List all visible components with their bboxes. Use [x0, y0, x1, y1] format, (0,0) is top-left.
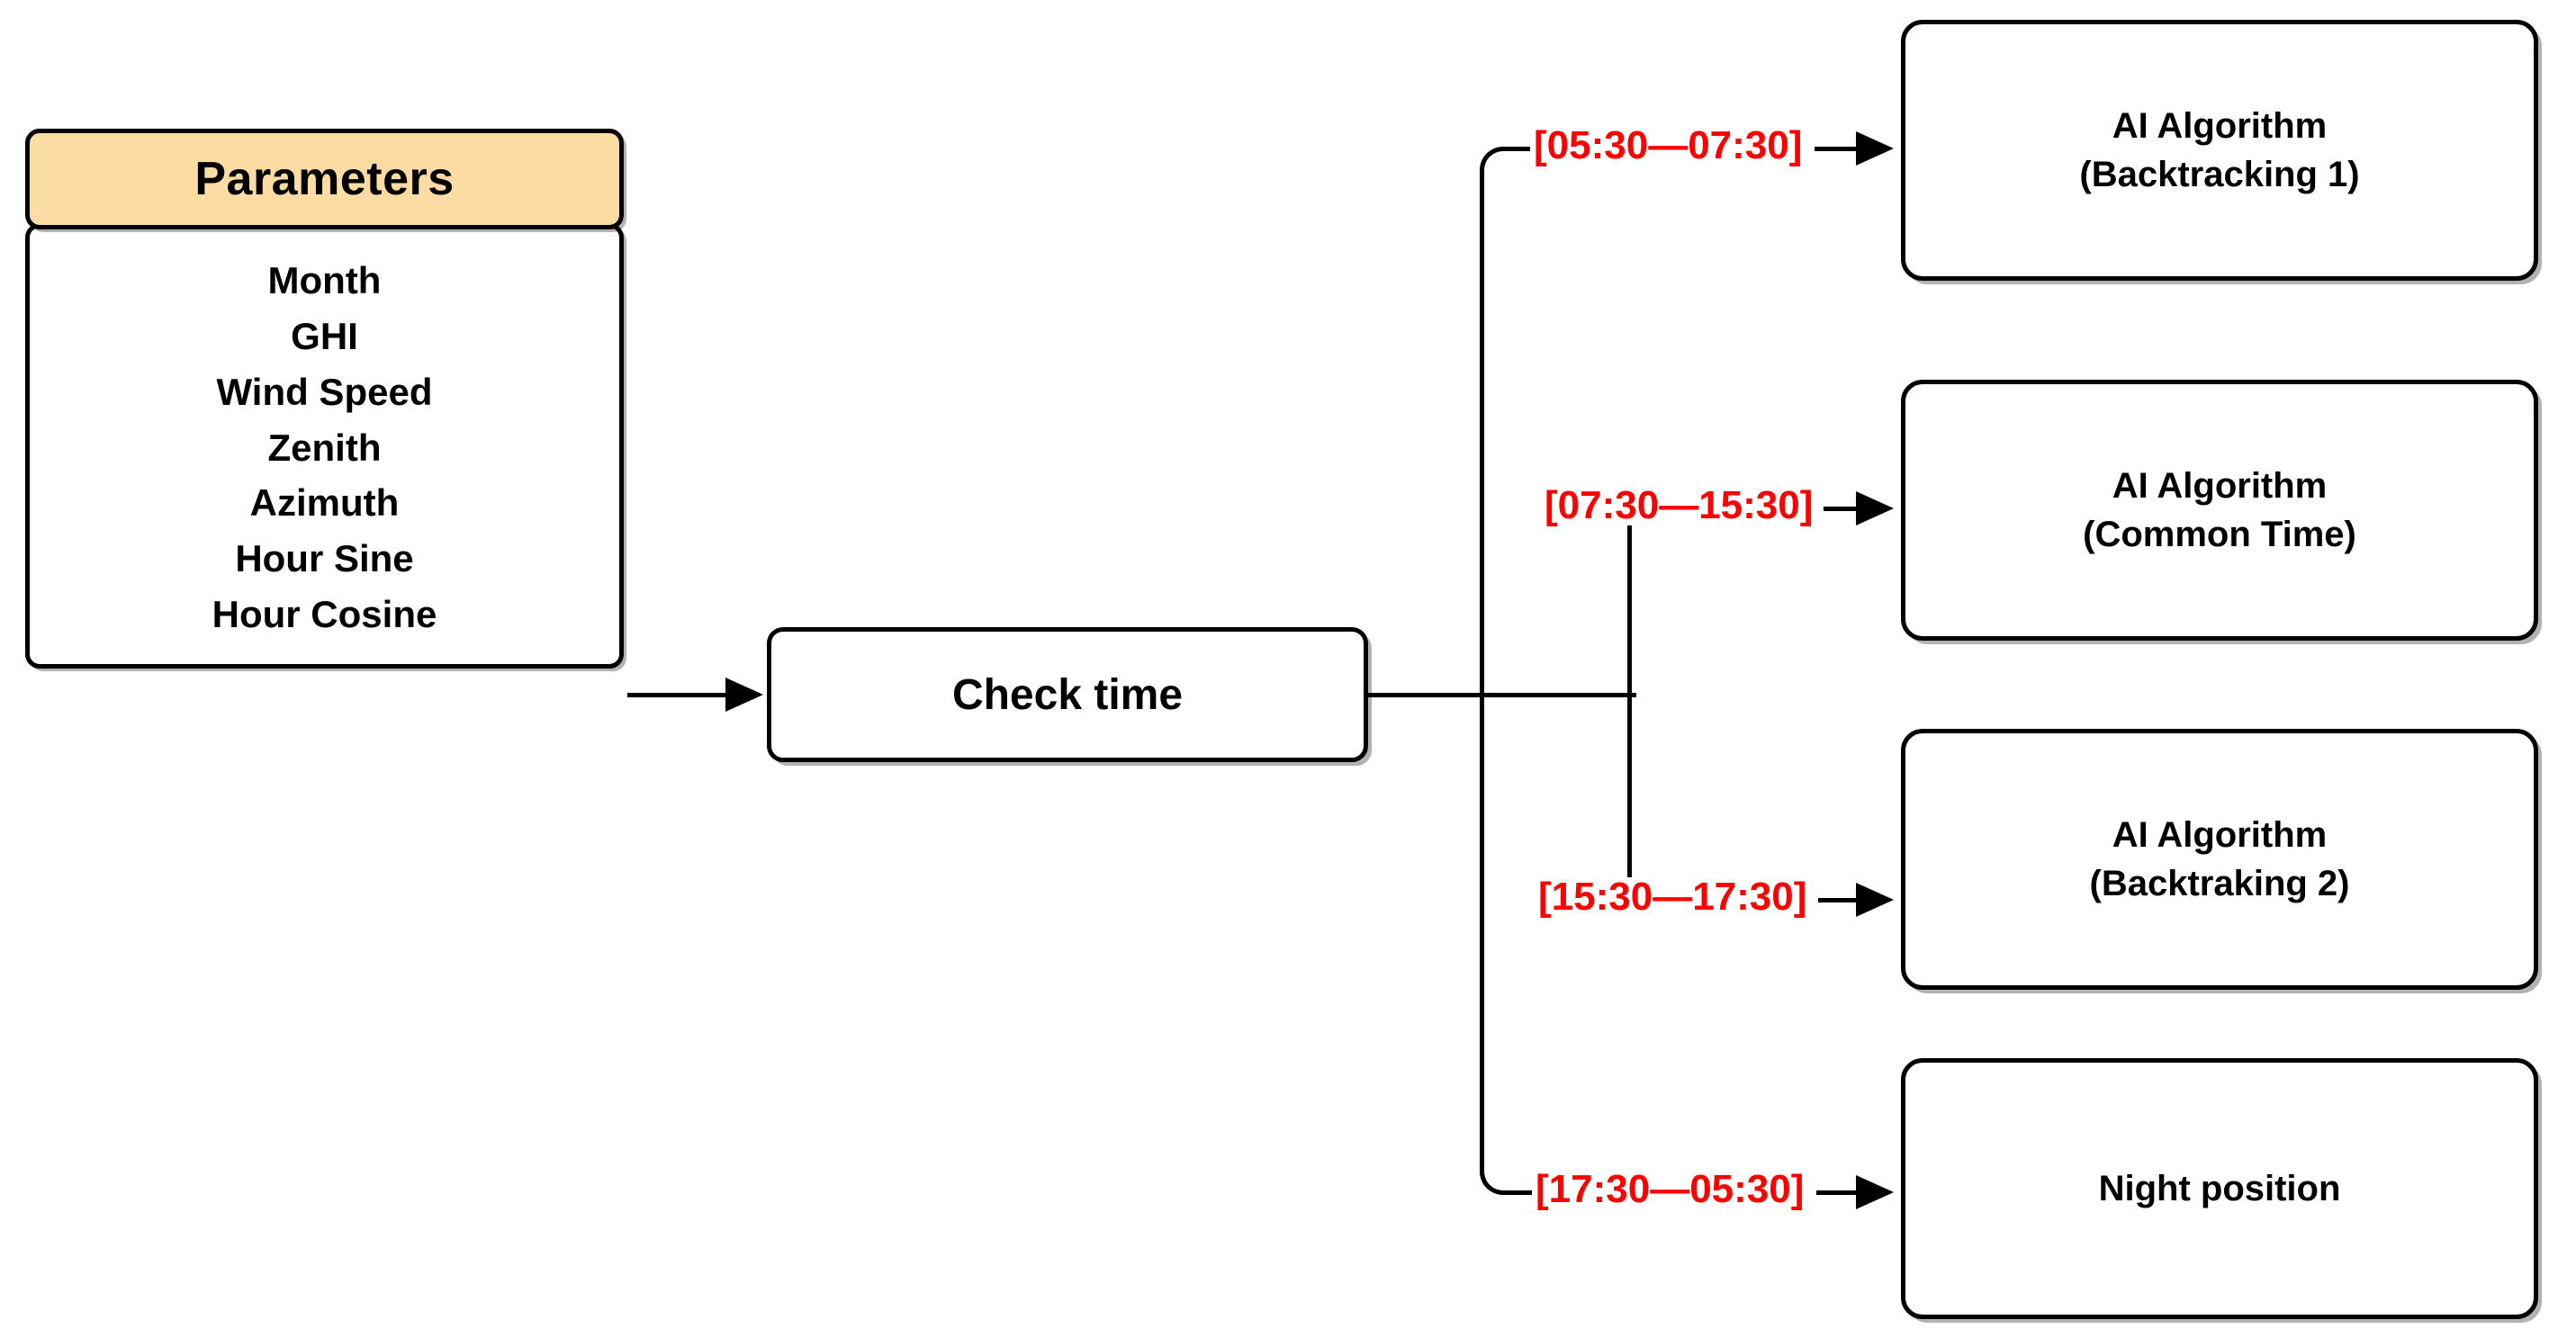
connector-branch-1-to-node [1815, 147, 1860, 151]
parameters-header: Parameters [25, 129, 624, 229]
connector-branch-3-to-node [1818, 898, 1860, 902]
arrowhead-branch-1 [1856, 131, 1894, 166]
parameter-item-hour-sine: Hour Sine [235, 537, 414, 580]
connector-split-to-inner-trunk [1480, 693, 1633, 697]
outcome-line-1: Night position [2098, 1169, 2341, 1208]
outcome-line-2: (Backtraking 2) [2089, 864, 2350, 903]
parameters-list: Month GHI Wind Speed Zenith Azimuth Hour… [25, 223, 624, 669]
parameter-item-hour-cosine: Hour Cosine [212, 593, 437, 636]
trunk-inner-lower [1627, 691, 1632, 902]
elbow-branch-1-corner [1480, 147, 1516, 183]
connector-branch-4-to-node [1816, 1190, 1860, 1195]
outcome-text-night-position: Night position [2099, 1164, 2341, 1213]
outcome-text-backtracking-2: AI Algorithm (Backtraking 2) [2090, 811, 2350, 908]
parameter-item-month: Month [267, 258, 382, 301]
outcome-node-backtracking-1[interactable]: AI Algorithm (Backtracking 1) [1901, 20, 2538, 281]
parameters-panel: Parameters Month GHI Wind Speed Zenith A… [25, 129, 655, 669]
range-label-branch-3: [15:30—17:30] [1535, 877, 1811, 917]
arrowhead-branch-2 [1856, 491, 1894, 525]
arrowhead-parameters-to-check-time [725, 678, 763, 712]
arrowhead-branch-4 [1856, 1175, 1894, 1209]
connector-branch-4-stub [1512, 1190, 1539, 1195]
outcome-node-common-time[interactable]: AI Algorithm (Common Time) [1901, 380, 2538, 641]
outcome-line-2: (Common Time) [2083, 515, 2356, 554]
parameter-item-ghi: GHI [291, 314, 358, 357]
connector-parameters-to-check-time [627, 693, 731, 697]
parameter-item-azimuth: Azimuth [249, 481, 400, 525]
outcome-line-2: (Backtracking 1) [2079, 155, 2360, 194]
outcome-line-1: AI Algorithm [2112, 815, 2328, 855]
outcome-text-common-time: AI Algorithm (Common Time) [2083, 462, 2356, 559]
range-label-branch-4: [17:30—05:30] [1532, 1170, 1808, 1209]
outcome-text-backtracking-1: AI Algorithm (Backtracking 1) [2079, 102, 2359, 199]
parameter-item-zenith: Zenith [267, 426, 382, 469]
outcome-node-night-position[interactable]: Night position [1901, 1058, 2538, 1319]
connector-branch-1-stub [1512, 147, 1539, 151]
outcome-line-1: AI Algorithm [2112, 106, 2328, 146]
arrowhead-branch-3 [1856, 883, 1894, 917]
outcome-node-backtracking-2[interactable]: AI Algorithm (Backtraking 2) [1901, 729, 2538, 990]
parameter-item-wind-speed: Wind Speed [216, 370, 433, 413]
connector-branch-2-to-node [1824, 507, 1860, 511]
trunk-outer-lower [1480, 691, 1484, 1168]
range-label-branch-1: [05:30—07:30] [1530, 126, 1806, 166]
outcome-line-1: AI Algorithm [2112, 466, 2328, 506]
check-time-node[interactable]: Check time [767, 627, 1368, 762]
trunk-outer-upper [1480, 171, 1484, 697]
range-label-branch-2: [07:30—15:30] [1541, 486, 1817, 525]
trunk-inner-upper [1627, 508, 1632, 697]
elbow-branch-4-corner [1480, 1159, 1516, 1195]
